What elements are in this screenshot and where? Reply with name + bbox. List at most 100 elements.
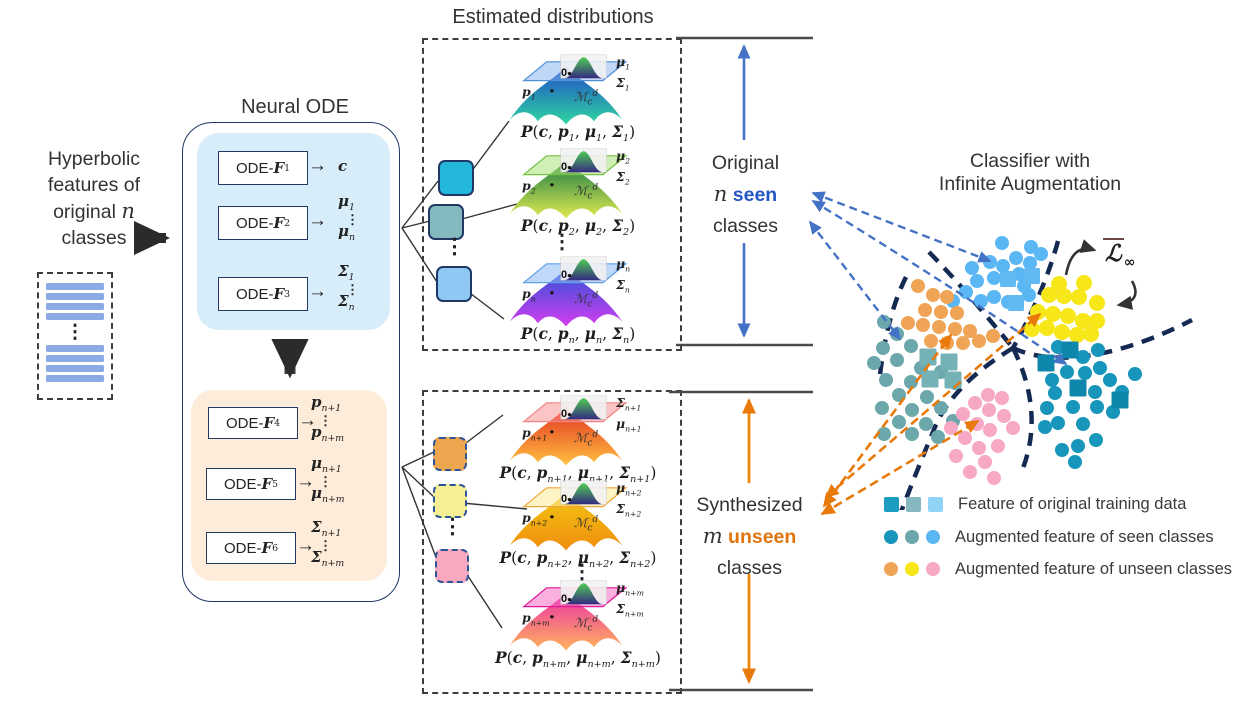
p-dot bbox=[550, 430, 554, 434]
distribution-formula: P(c, p2, μ2, Σ2) bbox=[520, 216, 636, 239]
side-label: Σn bbox=[616, 276, 630, 295]
p-label: pn+1 bbox=[522, 425, 548, 443]
manifold-cone bbox=[509, 66, 623, 125]
legend-square-swatch bbox=[928, 496, 943, 512]
distribution-square bbox=[436, 266, 472, 302]
unseen-line2: m unseen bbox=[702, 524, 797, 548]
gaussian-bump bbox=[564, 259, 603, 281]
p-label: p2 bbox=[522, 178, 536, 196]
right-arrow: → bbox=[296, 471, 315, 492]
p-label: p1 bbox=[522, 84, 536, 102]
legend-square-swatch bbox=[884, 496, 899, 512]
side-label: μ1 bbox=[616, 54, 631, 72]
feature-stack-box: ⋮ bbox=[37, 272, 113, 400]
origin-dot bbox=[567, 72, 572, 76]
distribution-square bbox=[438, 160, 474, 196]
caption-line: classes bbox=[61, 227, 127, 249]
right-arrow: → bbox=[308, 155, 327, 176]
manifold-label: ℳcd bbox=[574, 183, 599, 202]
manifold-cone bbox=[509, 492, 623, 551]
distribution-surface bbox=[509, 54, 628, 125]
caption-line: features of bbox=[47, 174, 141, 196]
p-dot bbox=[550, 615, 554, 619]
distribution-square bbox=[433, 484, 467, 518]
ode-output: Σn+1 bbox=[311, 518, 342, 540]
distribution-formula: P(c, pn, μn, Σn) bbox=[520, 324, 636, 347]
feature-bars: ⋮ bbox=[39, 274, 111, 382]
feature-bar bbox=[46, 355, 104, 362]
legend-circle-swatch bbox=[926, 530, 940, 544]
ode-output: μn+m bbox=[311, 484, 345, 506]
origin-dot bbox=[567, 498, 572, 502]
right-arrow: → bbox=[296, 535, 315, 556]
legend-label: Feature of original training data bbox=[958, 494, 1187, 513]
manifold-cone bbox=[509, 407, 623, 466]
zero-label: 0 bbox=[561, 593, 568, 605]
zero-label: 0 bbox=[561, 408, 568, 420]
side-label: μn bbox=[616, 256, 631, 274]
ode-output: Σn bbox=[338, 292, 355, 314]
legend-square-swatch bbox=[906, 496, 921, 512]
side-label: Σn+2 bbox=[616, 500, 642, 519]
p-dot bbox=[550, 183, 554, 187]
ode-output-stack: μn+1⋮μn+m bbox=[311, 456, 345, 507]
ellipsis-bars: ⋮ bbox=[65, 322, 85, 343]
ode-output: μ1 bbox=[338, 192, 355, 214]
caption-line: original n bbox=[53, 199, 135, 223]
gaussian-bump bbox=[564, 57, 603, 79]
distribution-surface bbox=[509, 480, 628, 551]
infinite-loss-label: ℒ∞ bbox=[1103, 238, 1136, 271]
origin-dot bbox=[567, 166, 572, 170]
legend-label: Augmented feature of unseen classes bbox=[955, 559, 1233, 578]
seen-line1: Original bbox=[711, 152, 780, 174]
manifold-label: ℳcd bbox=[574, 291, 599, 310]
legend-label: Augmented feature of seen classes bbox=[955, 527, 1214, 546]
distribution-formula: P(c, p1, μ1, Σ1) bbox=[520, 122, 636, 145]
classifier-scatter-plot bbox=[867, 236, 1194, 510]
legend-circle-swatch bbox=[884, 530, 898, 544]
ode-output: ⋮ bbox=[319, 474, 332, 489]
scatter-cluster-pink-circles bbox=[944, 388, 1020, 485]
unseen-line3: classes bbox=[716, 557, 783, 579]
estimated-distributions-title: Estimated distributions bbox=[452, 6, 654, 28]
origin-dot bbox=[567, 598, 572, 602]
gaussian-bump bbox=[564, 151, 603, 173]
distribution-formula: P(c, pn+1, μn+1, Σn+1) bbox=[499, 463, 657, 486]
distribution-surface bbox=[509, 395, 628, 466]
classifier-title: Classifier with Infinite Augmentation bbox=[938, 150, 1122, 195]
feature-bar bbox=[46, 293, 104, 300]
ode-output: Σ1 bbox=[338, 262, 355, 284]
side-label: μn+1 bbox=[616, 415, 642, 434]
distribution-square bbox=[433, 437, 467, 471]
gaussian-bump bbox=[564, 398, 603, 420]
distribution-surface bbox=[509, 580, 628, 651]
legend-circle-swatch bbox=[884, 562, 898, 576]
ode-output: ⋮ bbox=[346, 212, 359, 227]
side-label: Σ1 bbox=[616, 74, 630, 93]
feature-bar bbox=[46, 345, 104, 352]
p-label: pn+m bbox=[522, 610, 550, 628]
zero-label: 0 bbox=[561, 67, 568, 79]
distribution-formula: P(c, pn+m, μn+m, Σn+m) bbox=[495, 648, 661, 671]
distribution-surface bbox=[509, 256, 628, 327]
p-dot bbox=[550, 291, 554, 295]
p-label: pn bbox=[522, 286, 536, 304]
ode-output: μn+1 bbox=[311, 454, 342, 476]
manifold-label: ℳcd bbox=[574, 89, 599, 108]
origin-dot bbox=[567, 413, 572, 417]
side-label: Σn+m bbox=[616, 600, 644, 619]
